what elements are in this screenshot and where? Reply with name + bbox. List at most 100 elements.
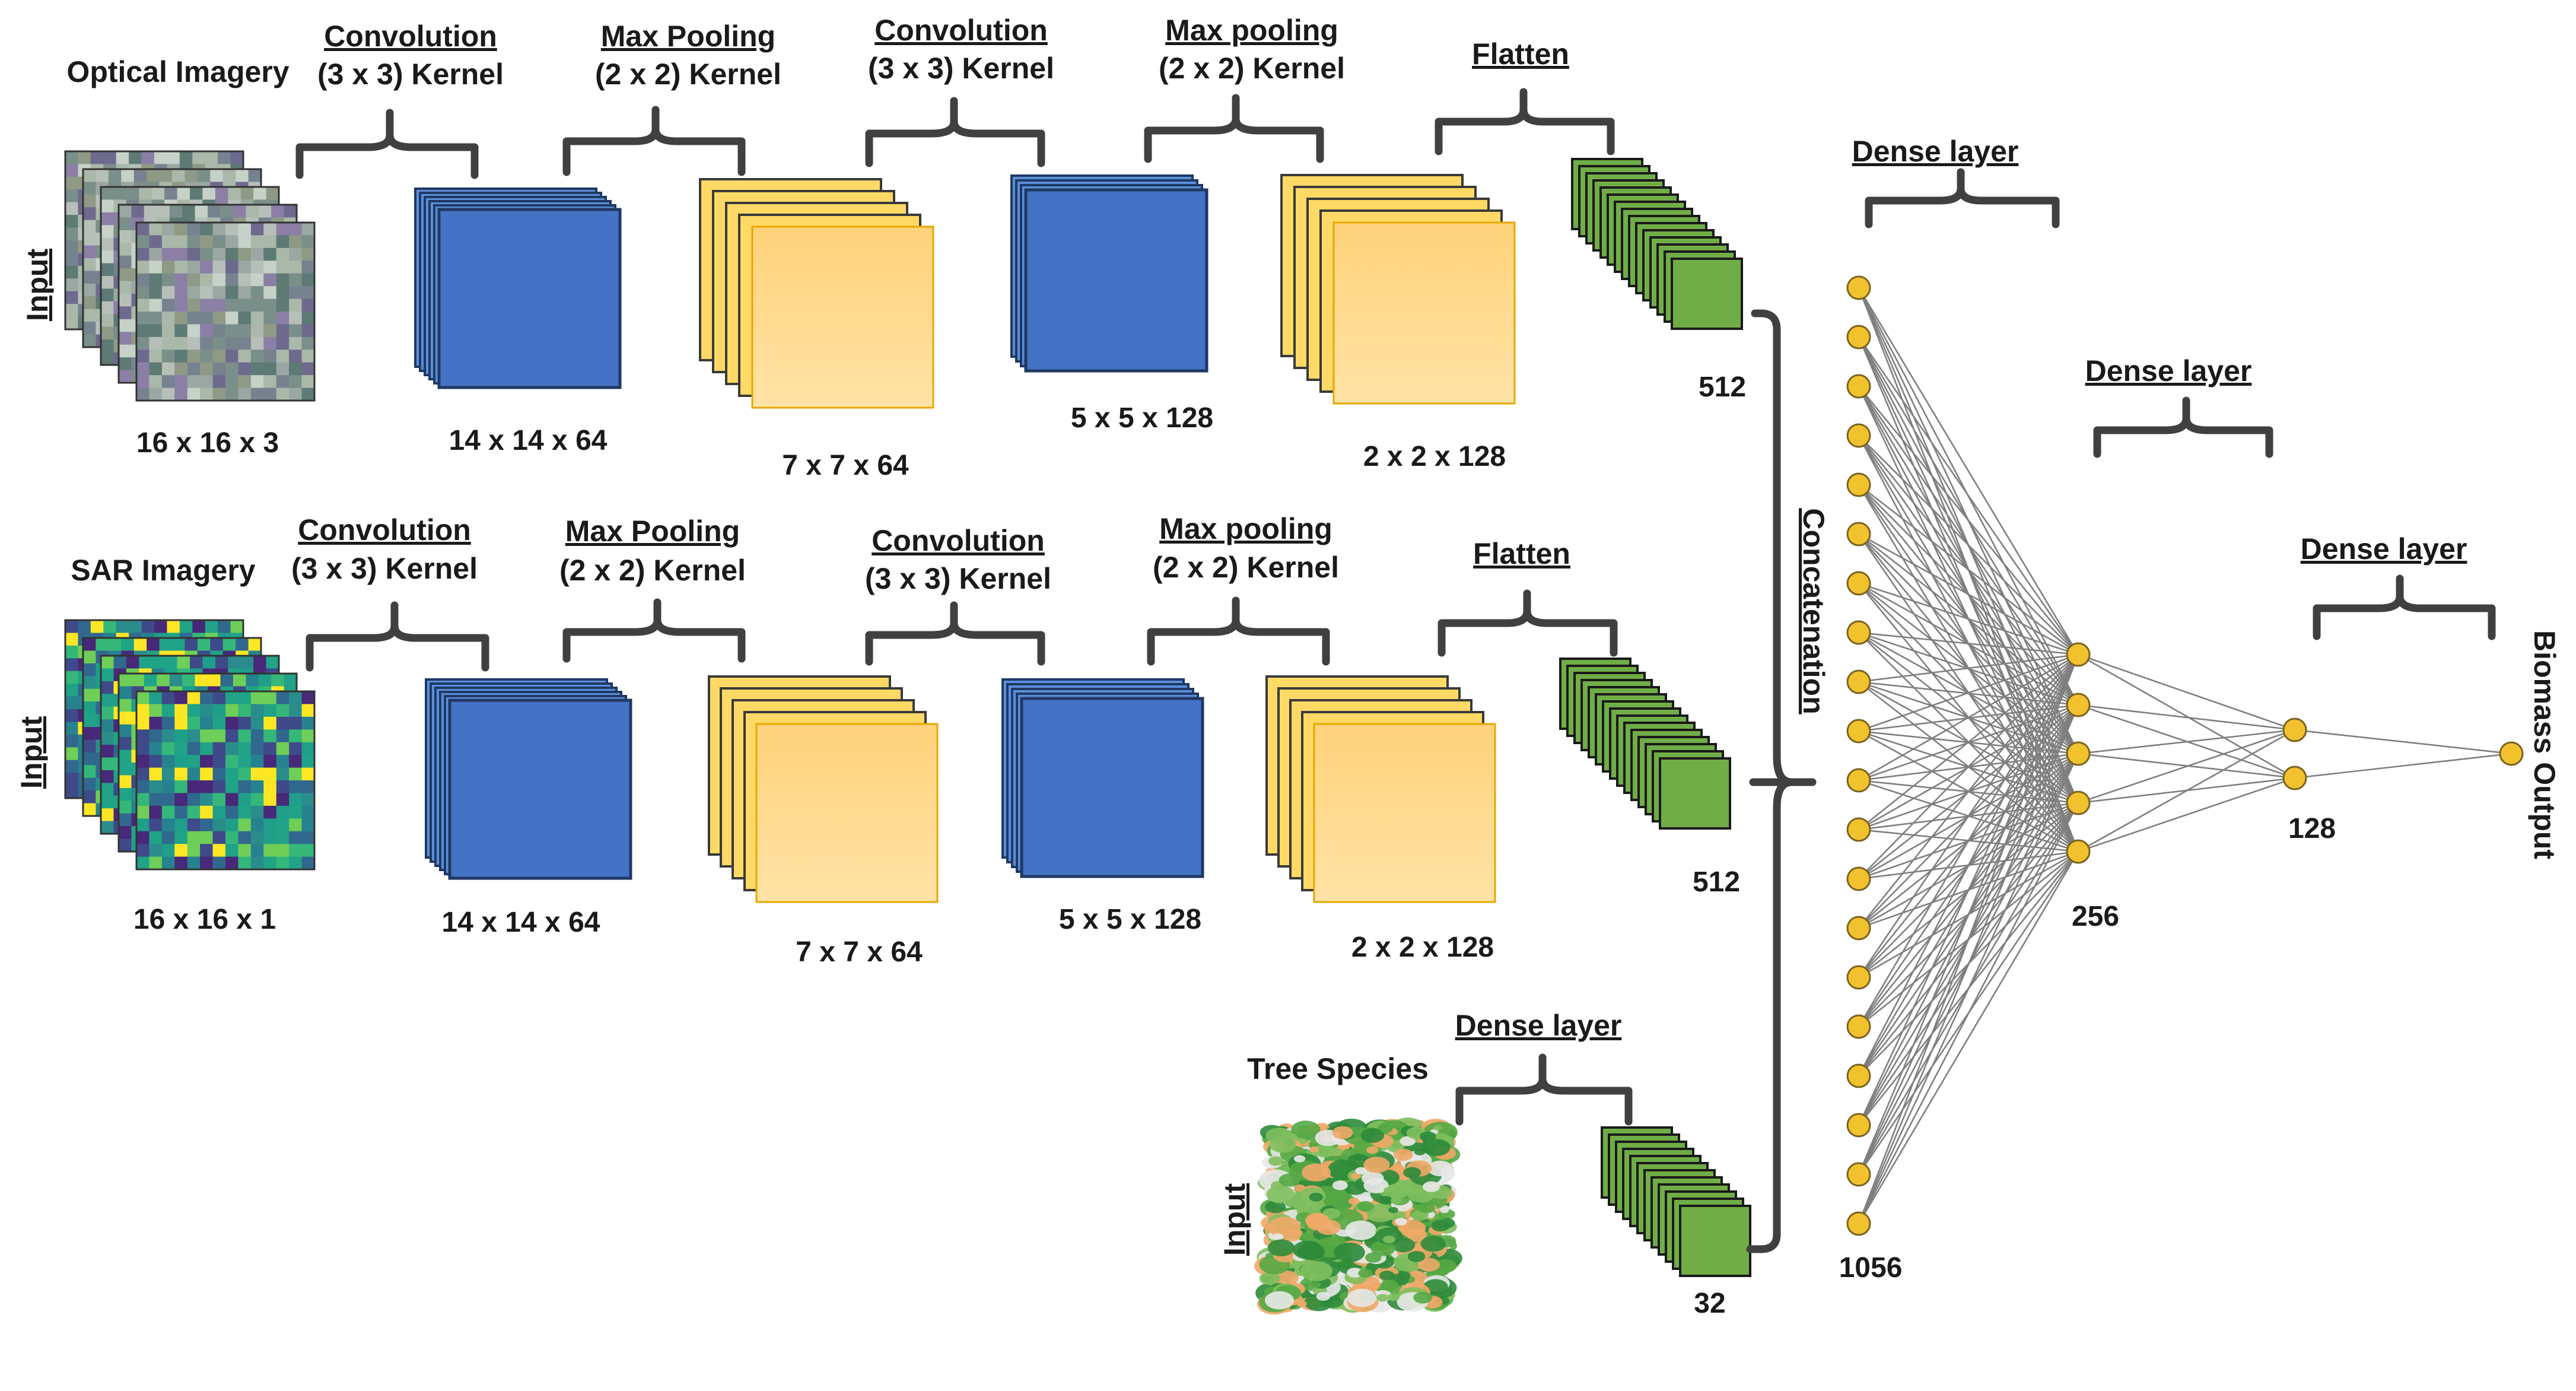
sar-input-pixel [119,712,132,725]
sar-input-pixel [263,780,277,794]
optical-input-frame [135,221,316,402]
sar-input-pixel [136,856,150,870]
concatenation: Concatenation [1746,309,1830,1253]
optical-input-pixel [212,312,226,325]
sar-input-pixel [200,767,214,781]
optical-input-pixel [149,247,163,261]
edge [2078,653,2295,779]
optical-input-pixel [250,336,264,350]
tree-map-patch [1355,1167,1367,1175]
tree-map-patch [1384,1187,1394,1193]
tree-map-patch [1316,1292,1331,1301]
optical-input-pixel [263,247,277,261]
sar-input-pixel [276,729,290,743]
sar-input-pixel [301,716,315,730]
optical-input-pixel [149,273,163,287]
sar-input-pixel [225,767,239,781]
optical-pool2-block [1280,174,1516,405]
optical-branch: Optical Imagery Input 16 x 16 x 3 Convol… [21,14,1746,481]
sar-input-pixel [266,656,279,669]
sar-input-pixel [301,742,315,755]
dense1-neuron [1846,1014,1871,1039]
sar-conv2-kernel: (3 x 3) Kernel [865,562,1051,595]
sar-input-pixel [187,831,201,844]
optical-input-pixel [136,336,150,350]
sar-input-pixel [187,856,201,870]
optical-input-pixel [136,375,150,389]
optical-input-pixel [248,169,262,183]
edge [2294,752,2512,779]
optical-input-pixel [258,205,272,218]
optical-input-pixel [200,350,214,363]
optical-input-pixel [225,350,239,363]
optical-input-pixel [276,336,290,350]
optical-input-pixel [263,312,277,325]
sar-input-pixel [174,844,188,858]
optical-input-pixel [250,223,264,236]
sar-conv2-dims: 5 x 5 x 128 [1059,904,1201,935]
optical-pool2-brace [1144,94,1324,163]
dense2-nodes [2066,642,2091,864]
sar-input-pixel [83,676,97,690]
sar-input-pixel [225,691,239,705]
sar-input-pixel [154,620,168,634]
optical-input-dims: 16 x 16 x 3 [136,427,279,459]
edge [1858,582,2079,656]
edge [1858,802,2079,1224]
tree-map-patch [1296,1300,1307,1307]
sar-input-pixel [136,729,150,743]
sar-input-pixel [301,831,315,844]
sar-input-pixel [200,844,214,858]
sar-input-pixel [149,856,163,870]
sar-input-pixel [119,763,132,776]
sar-input-pixel [276,818,290,832]
sar-input-pixel [228,656,241,669]
sar-input-pixel [220,674,234,687]
optical-input-pixel [276,298,290,312]
optical-input-pixel [172,169,186,183]
tree-map-patch [1390,1196,1402,1204]
dense1-neuron [1846,374,1871,399]
tree-map-patch [1420,1236,1446,1252]
optical-conv2-block [1010,174,1209,373]
optical-input-pixel [212,223,226,236]
sar-pool2-kernel: (2 x 2) Kernel [1153,551,1339,584]
sar-input-pixel [161,729,175,743]
optical-input-pixel [161,286,175,300]
optical-flatten-block [1571,158,1743,330]
edge [1858,533,2079,656]
sar-input-pixel [289,716,303,730]
dense1-neuron [1846,1211,1871,1236]
optical-input-pixel [161,388,175,401]
sar-input-pixel [101,668,115,682]
optical-flatten-front [1671,258,1743,330]
sar-input-pixel [101,821,115,834]
optical-input-pixel [212,286,226,300]
sar-input-pixel [149,818,163,832]
edge [1858,654,2079,978]
sar-input-label: Input [15,716,48,789]
sar-input-pixel [202,656,216,669]
sar-input-pixel [212,729,226,743]
sar-input-pixel [250,755,264,768]
sar-input-pixel [174,856,188,870]
sar-input-pixel [149,742,163,755]
sar-input-pixel [250,767,264,781]
sar-input-pixel [136,844,150,858]
sar-input-pixel [164,656,178,669]
optical-input-pixel [301,375,315,389]
optical-input-pixel [210,169,224,183]
sar-input-stack [64,619,316,871]
optical-input-pixel [212,235,226,249]
dense1-neuron [1846,669,1871,694]
tree-dense-title: Dense layer [1455,1009,1622,1042]
sar-input-pixel [65,747,79,761]
optical-input-pixel [200,362,214,376]
sar-input-pixel [238,755,252,768]
optical-input-pixel [101,225,115,239]
sar-input-pixel [149,755,163,768]
sar-input-pixel [174,704,188,717]
optical-input-pixel [187,375,201,389]
optical-input-pixel [187,298,201,312]
sar-conv1-block [425,678,632,880]
